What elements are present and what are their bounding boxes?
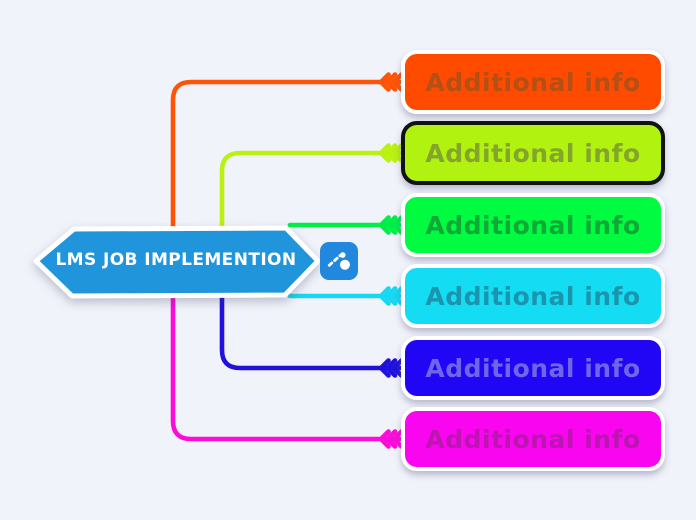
chevron-arrow-icon — [378, 429, 391, 449]
branch-node-6[interactable]: Additional info — [401, 407, 665, 471]
branch-node-4[interactable]: Additional info — [401, 264, 665, 328]
branch-label: Additional info — [425, 353, 641, 383]
chevron-arrow-icon — [378, 143, 391, 163]
root-topic-node[interactable]: LMS JOB IMPLEMENTION — [28, 218, 324, 302]
root-topic-label: LMS JOB IMPLEMENTION — [55, 250, 297, 270]
activity-doodle-glyph — [327, 252, 350, 270]
chevron-arrow-icon — [385, 286, 398, 306]
chevron-arrow-icon — [378, 72, 391, 92]
chevron-arrow-icon — [385, 215, 398, 235]
chevron-arrow-icon — [385, 143, 398, 163]
branch-node-2[interactable]: Additional info — [401, 121, 665, 185]
root-hexagon[interactable] — [33, 225, 321, 299]
chevron-arrow-icon — [385, 72, 398, 92]
chevron-arrow-icon — [385, 429, 398, 449]
activity-doodle-icon[interactable] — [320, 242, 358, 280]
chevron-arrow-icon — [378, 215, 391, 235]
branch-label: Additional info — [425, 138, 641, 168]
branch-label: Additional info — [425, 424, 641, 454]
root-topic-shape[interactable] — [28, 218, 324, 302]
branch-node-3[interactable]: Additional info — [401, 193, 665, 257]
branch-node-5[interactable]: Additional info — [401, 336, 665, 400]
chevron-arrow-icon — [385, 358, 398, 378]
branch-label: Additional info — [425, 210, 641, 240]
chevron-arrow-icon — [378, 358, 391, 378]
chevron-arrow-icon — [378, 286, 391, 306]
branch-node-1[interactable]: Additional info — [401, 50, 665, 114]
branch-label: Additional info — [425, 67, 641, 97]
connector-line-6 — [170, 279, 403, 442]
branch-label: Additional info — [425, 281, 641, 311]
